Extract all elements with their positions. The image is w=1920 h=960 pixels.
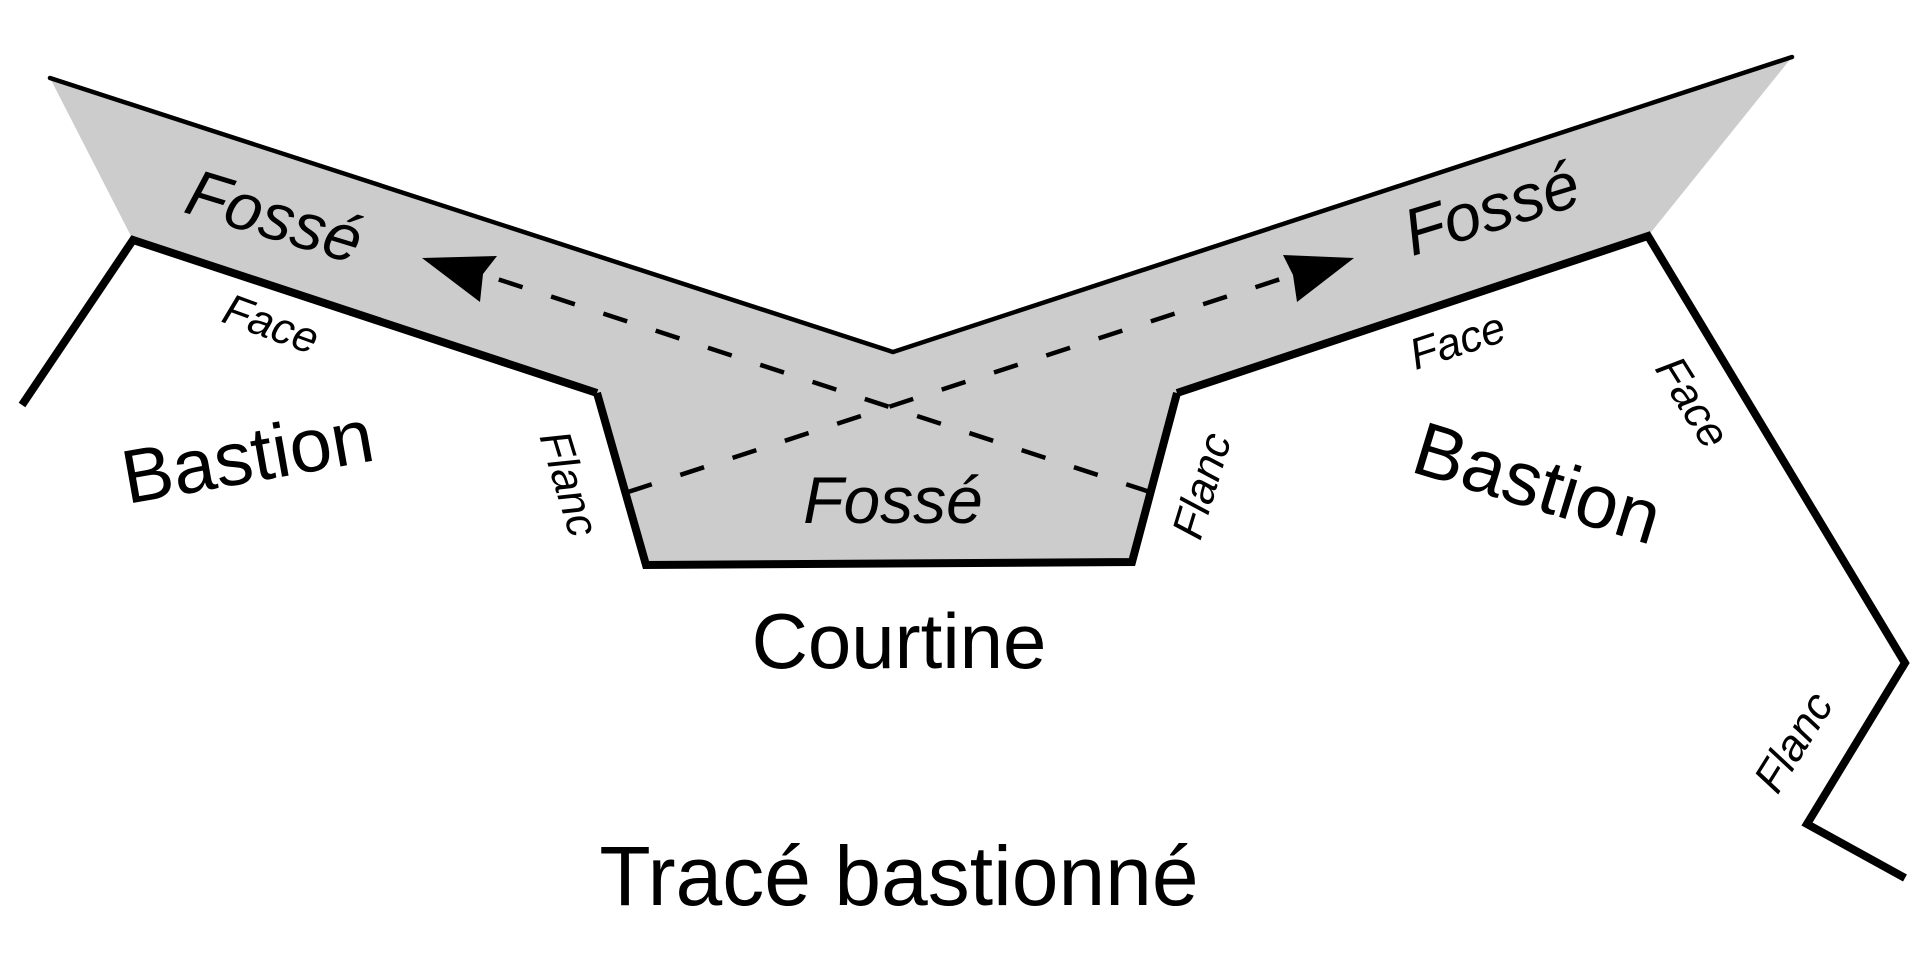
diagram-title: Tracé bastionné [599, 829, 1198, 923]
line-of-fire-right [627, 269, 1303, 495]
flanc-left-label: Flanc [530, 425, 608, 542]
curtain-wall [593, 391, 1181, 570]
arrowhead-left [422, 256, 497, 302]
courtine-label: Courtine [752, 597, 1047, 685]
fosse-center-label: Fossé [803, 463, 983, 537]
line-of-fire-left [481, 271, 1151, 495]
right-bastion-wall [1175, 231, 1910, 882]
flanc-center-right-label: Flanc [1163, 427, 1241, 544]
left-bastion-wall [18, 235, 599, 408]
bastion-left-label: Bastion [115, 393, 379, 521]
arrowhead-right [1283, 255, 1354, 302]
bastion-right-label: Bastion [1404, 406, 1671, 561]
ditch-area [50, 57, 1792, 565]
counterscarp-line [47, 54, 1795, 355]
